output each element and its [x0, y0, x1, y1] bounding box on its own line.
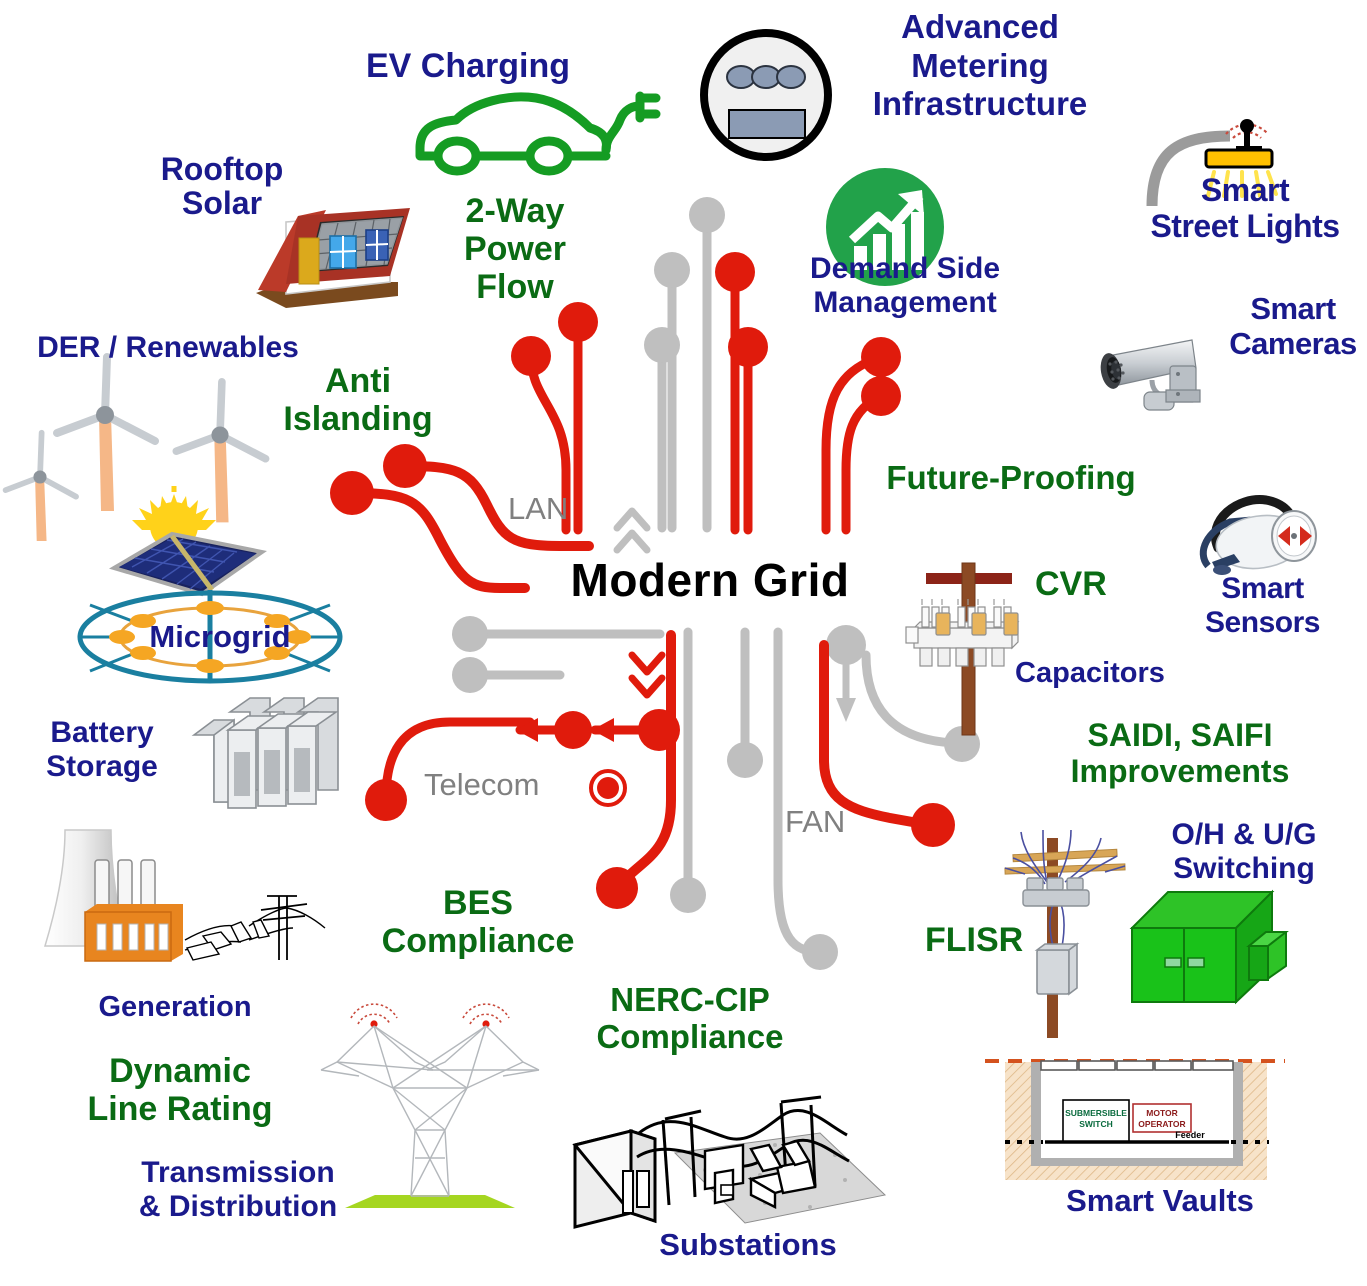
recloser-pole-icon: [985, 822, 1145, 1047]
label-der-renewables: DER / Renewables: [37, 331, 299, 364]
label-rooftop-solar: Rooftop Solar: [160, 151, 284, 222]
electric-meter-icon: [696, 25, 836, 165]
vault-submersible-switch-label-1: SUBMERSIBLE: [1065, 1108, 1127, 1118]
label-nerc-cip-compliance: NERC-CIP Compliance: [596, 981, 784, 1055]
label-two-way-power-flow: 2-Way Power Flow: [463, 192, 567, 307]
label-telecom: Telecom: [424, 767, 540, 802]
label-cvr: CVR: [1035, 565, 1107, 603]
smart-sensor-icon: [1190, 490, 1325, 595]
transmission-tower-icon: [315, 980, 545, 1210]
substation-icon: [565, 1075, 895, 1235]
label-capacitors: Capacitors: [1015, 657, 1165, 689]
label-substations: Substations: [659, 1227, 837, 1262]
security-camera-icon: [1092, 318, 1232, 423]
label-smart-street-lights: Smart Street Lights: [1150, 172, 1340, 245]
label-anti-islanding: Anti Islanding: [283, 362, 433, 439]
label-smart-cameras: Smart Cameras: [1229, 291, 1357, 361]
vault-motor-operator-label-2: OPERATOR: [1138, 1119, 1185, 1129]
vault-feeder-label: Feeder: [1175, 1130, 1205, 1140]
label-fan: FAN: [785, 804, 846, 839]
solar-panel-icon: [62, 486, 282, 600]
vault-motor-operator-label-1: MOTOR: [1146, 1108, 1177, 1118]
label-lan: LAN: [508, 491, 569, 526]
battery-rack-icon: [172, 690, 342, 820]
wind-turbine-icon: [2, 353, 270, 555]
street-light-icon: [1140, 102, 1300, 212]
label-future-proofing: Future-Proofing: [886, 459, 1136, 496]
label-ev-charging: EV Charging: [365, 47, 571, 85]
label-bes-compliance: BES Compliance: [381, 884, 575, 961]
capacitor-bank-pole-icon: [898, 555, 1033, 740]
center-title: Modern Grid: [570, 554, 850, 606]
label-saidi-saifi-improvements: SAIDI, SAIFI Improvements: [1070, 717, 1290, 789]
label-smart-vaults: Smart Vaults: [1066, 1183, 1254, 1218]
label-generation: Generation: [98, 991, 252, 1023]
green-switchgear-icon: [1129, 889, 1290, 1010]
label-microgrid: Microgrid: [149, 619, 291, 654]
label-advanced-metering-infrastructure: Advanced Metering Infrastructure: [872, 8, 1088, 123]
label-flisr: FLISR: [925, 921, 1024, 959]
label-dynamic-line-rating: Dynamic Line Rating: [87, 1052, 273, 1129]
label-smart-sensors: Smart Sensors: [1205, 572, 1320, 639]
label-demand-side-management: Demand Side Management: [809, 252, 1001, 319]
power-plant-icon: [35, 818, 335, 973]
label-oh-ug-switching: O/H & U/G Switching: [1171, 818, 1317, 885]
vault-submersible-switch-label-2: SWITCH: [1079, 1119, 1113, 1129]
label-battery-storage: Battery Storage: [46, 716, 158, 784]
label-transmission-distribution: Transmission & Distribution: [138, 1156, 338, 1224]
chart-growth-icon: [826, 168, 944, 286]
ev-car-icon: [408, 88, 661, 176]
microgrid-ring-icon: [60, 585, 360, 690]
house-solar-icon: [238, 178, 418, 313]
underground-vault-icon: SUBMERSIBLE SWITCH MOTOR OPERATOR Feeder: [985, 1052, 1285, 1187]
